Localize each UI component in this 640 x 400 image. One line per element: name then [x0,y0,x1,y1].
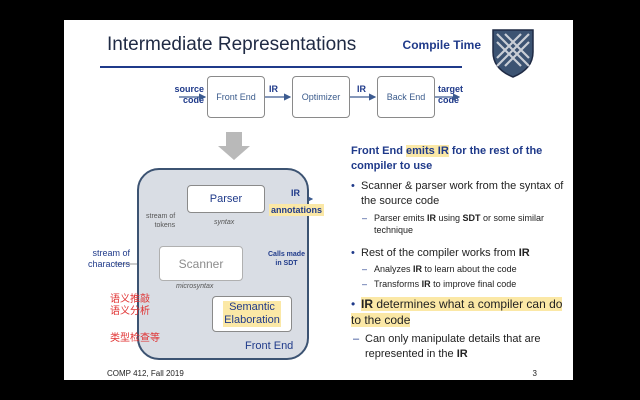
b3-sub-pre: Can only manipulate details that are rep… [365,333,541,360]
bullet-1-text: Scanner & parser work from the syntax of… [361,180,564,207]
b1-sub-sdt: SDT [462,213,481,223]
page-number: 3 [532,369,537,378]
note-line-3: 类型检查等 [110,333,160,344]
slide-title: Intermediate Representations [107,34,357,55]
microsyntax-label: microsyntax [176,283,214,290]
front-end-container-label: Front End [245,340,294,352]
ir-label-2: IR [357,84,366,94]
optimizer-box: Optimizer [292,76,350,118]
heading-pre: Front End [351,145,406,157]
bullet-3: • IR determines what a compiler can do t… [351,296,571,328]
bullet-dot: • [351,180,355,192]
syntax-label: syntax [214,219,235,226]
scanner-box: Scanner [159,246,243,281]
front-end-box: Front End [207,76,265,118]
bullet-3-sub: – Can only manipulate details that are r… [351,332,565,362]
title-rule [100,66,462,68]
slide-footer: COMP 412, Fall 2019 [107,369,184,378]
semantic-elaboration-label: Semantic Elaboration [223,301,281,327]
dash: – [362,279,368,289]
main-heading: Front End emits IR for the rest of the c… [351,144,565,174]
heading-highlight: emits IR [406,145,449,157]
calls-made-in-sdt-label: Calls made in SDT [268,251,305,267]
annotations-label: annotations [269,204,324,216]
b2-s2-ir: IR [421,279,431,289]
ir-output-label: IR [291,188,300,198]
bullet-2: • Rest of the compiler works from IR [351,246,565,261]
b3-post: determines what a compiler can do to the… [351,297,563,327]
heading-post: for the rest of the compiler to use [351,145,543,172]
ir-label-1: IR [269,84,278,94]
b2-s2-post: to improve final code [430,279,517,289]
bullet-2-sub-1: – Analyzes IR to learn about the code [362,263,565,275]
b2-s1-ir: IR [413,264,423,274]
stream-of-characters-label: stream of characters [87,248,130,269]
parser-box: Parser [187,185,265,213]
source-code-label: source code [174,84,204,105]
b2-s1-pre: Analyzes [374,264,414,274]
section-label: Compile Time [402,38,481,52]
bullet-1: • Scanner & parser work from the syntax … [351,179,565,209]
target-code-label: target code [438,84,464,105]
bullet-dot: • [351,297,356,311]
note-line-1: 语义推敲 [110,294,150,305]
slide: Intermediate Representations Compile Tim… [64,20,573,380]
dash: – [362,213,368,223]
dash: – [353,333,360,345]
b3-sub-ir: IR [456,348,468,360]
back-end-box: Back End [377,76,435,118]
bullet-dot: • [351,247,355,259]
note-line-2: 语义分析 [110,306,150,317]
b2-s1-post: to learn about the code [422,264,517,274]
b2-ir: IR [518,247,530,259]
b2-pre: Rest of the compiler works from [361,247,519,259]
bullet-1-sub: – Parser emits IR using SDT or some simi… [362,212,565,236]
b2-s2-pre: Transforms [374,279,422,289]
b1-sub-ir: IR [427,213,437,223]
bullet-2-sub-2: – Transforms IR to improve final code [362,278,565,290]
b1-sub-pre: Parser emits [374,213,428,223]
b1-sub-mid: using [436,213,463,223]
dash: – [362,264,368,274]
stream-of-tokens-label: stream of tokens [146,213,176,229]
semantic-elaboration-box: Semantic Elaboration [212,296,292,332]
b1-sub-post: or some similar technique [374,213,545,235]
b3-ir: IR [361,297,373,311]
university-shield-logo [492,29,534,78]
